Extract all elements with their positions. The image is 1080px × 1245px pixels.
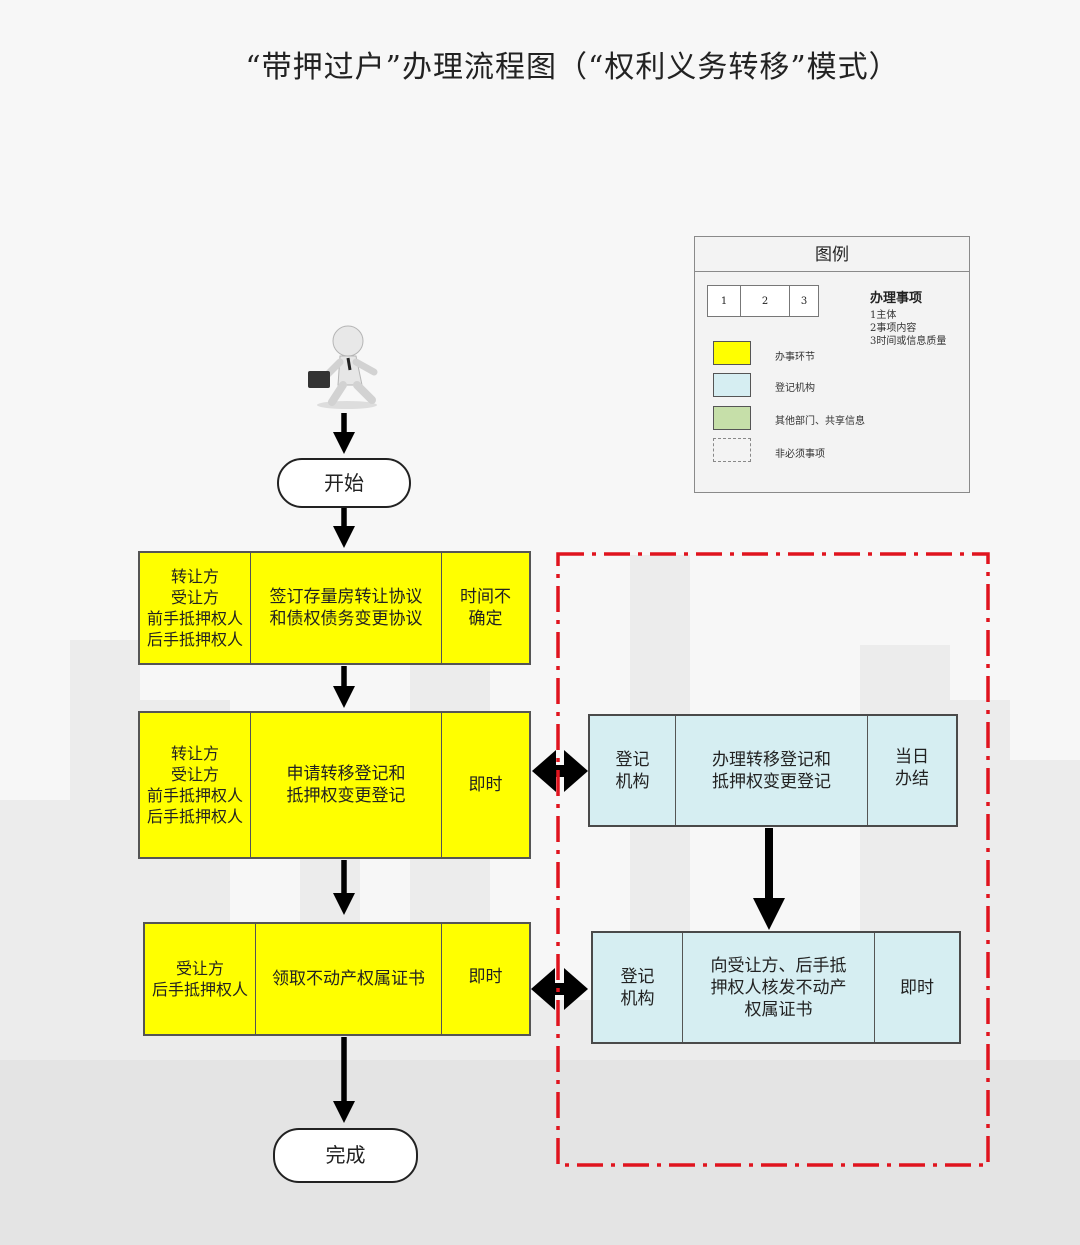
step-apply-registration: 转让方 受让方 前手抵押权人 后手抵押权人 申请转移登记和 抵押权变更登记 即时 [138,711,531,859]
step-sign-agreement: 转让方 受让方 前手抵押权人 后手抵押权人 签订存量房转让协议 和债权债务变更协… [138,551,531,665]
legend-sub-3: 3时间或信息质量 [870,336,947,347]
step-time: 时间不 确定 [441,553,529,663]
step-subject: 受让方 后手抵押权人 [151,959,248,999]
registry-issue-certificate: 登记 机构 向受让方、后手抵 押权人核发不动产 权属证书 即时 [591,931,961,1044]
registry-content: 向受让方、后手抵 押权人核发不动产 权属证书 [682,933,874,1042]
step-subject: 转让方 受让方 前手抵押权人 后手抵押权人 [146,567,243,649]
end-terminal: 完成 [273,1128,418,1183]
legend-sample-cell-1: 1 [707,285,741,317]
legend-sample-cell-3: 3 [789,285,819,317]
page-title: “带押过户”办理流程图（“权利义务转移”模式） [245,50,900,85]
registry-content: 办理转移登记和 抵押权变更登记 [675,716,867,825]
step-content: 申请转移登记和 抵押权变更登记 [250,713,441,857]
legend-label-registry: 登记机构 [775,383,815,394]
legend-label-step: 办事环节 [775,352,815,363]
start-terminal: 开始 [277,458,411,508]
step-time: 即时 [441,924,529,1034]
step-content: 签订存量房转让协议 和债权债务变更协议 [250,553,441,663]
step-time: 即时 [441,713,529,857]
registry-time: 即时 [874,933,959,1042]
legend-swatch-optional [713,438,751,462]
legend-swatch-registry [713,373,751,397]
step-collect-certificate: 受让方 后手抵押权人 领取不动产权属证书 即时 [143,922,531,1036]
legend-sub-2: 2事项内容 [870,323,917,334]
registry-process-registration: 登记 机构 办理转移登记和 抵押权变更登记 当日 办结 [588,714,958,827]
legend-swatch-step [713,341,751,365]
legend-sample-cell-2: 2 [740,285,790,317]
registry-subject: 登记 机构 [615,749,650,792]
legend-panel: 图例 1 2 3 办理事项 1主体 2事项内容 3时间或信息质量 办事环节 登记… [694,236,970,493]
step-subject: 转让方 受让方 前手抵押权人 后手抵押权人 [146,744,243,826]
legend-title: 图例 [695,237,969,272]
legend-sub-1: 1主体 [870,310,897,321]
legend-swatch-other [713,406,751,430]
legend-label-other: 其他部门、共享信息 [775,416,865,427]
registry-subject: 登记 机构 [620,966,655,1009]
registry-time: 当日 办结 [867,716,956,825]
step-content: 领取不动产权属证书 [255,924,441,1034]
legend-label-optional: 非必须事项 [775,449,825,460]
legend-heading: 办理事项 [870,291,923,306]
